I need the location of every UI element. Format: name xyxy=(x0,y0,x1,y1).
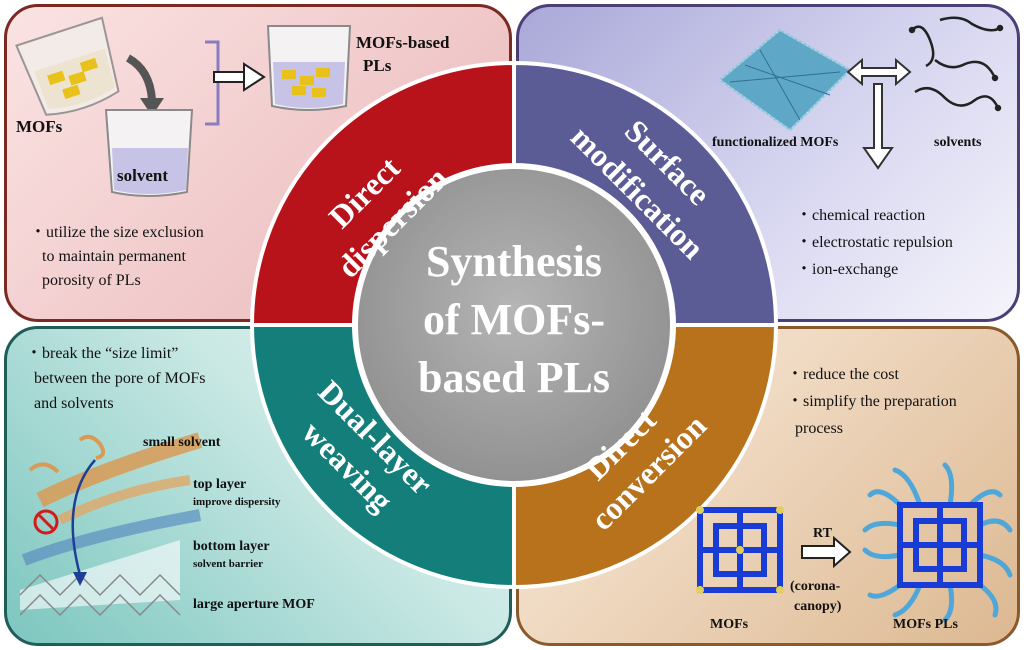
top-layer-label: top layer xyxy=(193,477,247,492)
conversion-bullet-1: ・reduce the cost xyxy=(787,366,899,383)
product-label-line2: PLs xyxy=(363,56,392,75)
surface-bullet-3: ・ion-exchange xyxy=(796,261,899,278)
center-title-line1: Synthesis xyxy=(426,237,602,286)
top-layer-sublabel: improve dispersity xyxy=(193,496,281,508)
corona-label-line2: canopy) xyxy=(794,599,842,614)
dispersion-note-line1: ・utilize the size exclusion xyxy=(30,224,204,241)
mofs-pls-label: MOFs PLs xyxy=(893,617,958,632)
corona-label-line1: (corona- xyxy=(790,579,841,594)
double-arrow-icon xyxy=(846,57,912,170)
center-circle xyxy=(354,165,674,485)
beaker-product-icon xyxy=(266,25,352,111)
functionalized-mof-icon xyxy=(718,28,852,132)
mof-pls-icon xyxy=(862,462,1013,623)
dispersion-note-line2: to maintain permanent xyxy=(42,248,186,265)
solvent-chains-icon xyxy=(908,16,1004,112)
beaker-solvent-icon xyxy=(104,109,194,197)
mofs-label: MOFs xyxy=(16,117,63,136)
conversion-bullet-2: ・simplify the preparation xyxy=(787,393,957,410)
bottom-layer-label: bottom layer xyxy=(193,539,270,554)
no-entry-icon xyxy=(33,509,59,535)
right-arrow-icon xyxy=(213,62,266,92)
conversion-arrow-icon xyxy=(801,535,852,569)
dispersion-note-line3: porosity of PLs xyxy=(42,272,141,289)
small-solvent-label: small solvent xyxy=(143,435,221,450)
conversion-mofs-label: MOFs xyxy=(710,617,749,632)
pour-arrow-icon xyxy=(125,54,156,101)
solvents-label: solvents xyxy=(934,135,982,150)
center-title-line2: of MOFs- xyxy=(423,295,605,344)
beaker-mofs-icon xyxy=(15,16,120,116)
center-title-line3: based PLs xyxy=(418,353,610,402)
functionalized-mofs-label: functionalized MOFs xyxy=(712,135,839,150)
dual-note-line2: between the pore of MOFs xyxy=(34,370,206,387)
surface-bullet-2: ・electrostatic repulsion xyxy=(796,234,953,251)
dual-note-line1: ・break the “size limit” xyxy=(26,345,179,362)
large-aperture-label: large aperture MOF xyxy=(193,597,315,612)
product-label-line1: MOFs-based xyxy=(356,33,450,52)
bottom-layer-sublabel: solvent barrier xyxy=(193,558,263,570)
solvent-label: solvent xyxy=(117,166,168,185)
conversion-bullet-3: process xyxy=(787,420,843,437)
rt-label: RT xyxy=(813,526,832,541)
mof-framework-icon xyxy=(696,506,784,594)
dual-layer-illustration-icon xyxy=(19,432,203,617)
surface-bullet-1: ・chemical reaction xyxy=(796,207,926,224)
dual-note-line3: and solvents xyxy=(34,395,114,412)
